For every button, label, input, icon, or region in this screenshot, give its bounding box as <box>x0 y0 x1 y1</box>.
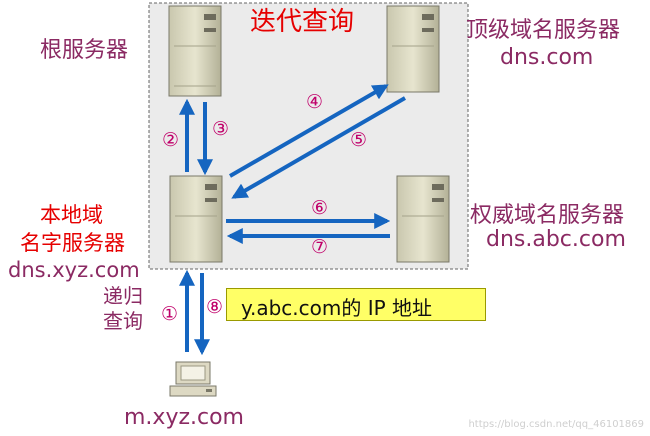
step-3-number: ③ <box>212 118 230 140</box>
auth-server-domain: dns.abc.com <box>486 227 626 252</box>
local-server-label-line2: 名字服务器 <box>20 231 125 255</box>
auth-server-icon <box>396 175 450 263</box>
tld-server-icon <box>386 5 440 93</box>
client-computer-icon <box>169 361 217 397</box>
local-server-label-line1: 本地域 <box>40 203 103 227</box>
ip-address-answer-box: y.abc.com的 IP 地址 <box>226 288 486 321</box>
root-server-icon <box>168 5 222 97</box>
step-1-number: ① <box>161 303 179 325</box>
auth-server-label: 权威域名服务器 <box>470 203 625 228</box>
watermark: https://blog.csdn.net/qq_46101869 <box>468 419 644 430</box>
arrow-step-4 <box>229 84 389 178</box>
step-8-number: ⑧ <box>206 296 224 318</box>
client-host-label: m.xyz.com <box>124 405 244 430</box>
local-server-icon <box>169 175 223 263</box>
step-6-number: ⑥ <box>311 197 329 219</box>
recursive-label-line1: 递归 <box>103 284 143 308</box>
diagram-title: 迭代查询 <box>250 7 355 37</box>
step-7-number: ⑦ <box>311 236 329 258</box>
local-server-domain: dns.xyz.com <box>8 258 140 282</box>
step-5-number: ⑤ <box>350 129 368 151</box>
recursive-label-line2: 查询 <box>103 309 143 333</box>
step-2-number: ② <box>162 129 180 151</box>
arrow-step-5 <box>231 96 407 199</box>
root-server-label: 根服务器 <box>40 38 129 63</box>
tld-server-label: 顶级域名服务器 <box>466 18 621 43</box>
step-4-number: ④ <box>306 91 324 113</box>
tld-server-domain: dns.com <box>500 45 594 70</box>
